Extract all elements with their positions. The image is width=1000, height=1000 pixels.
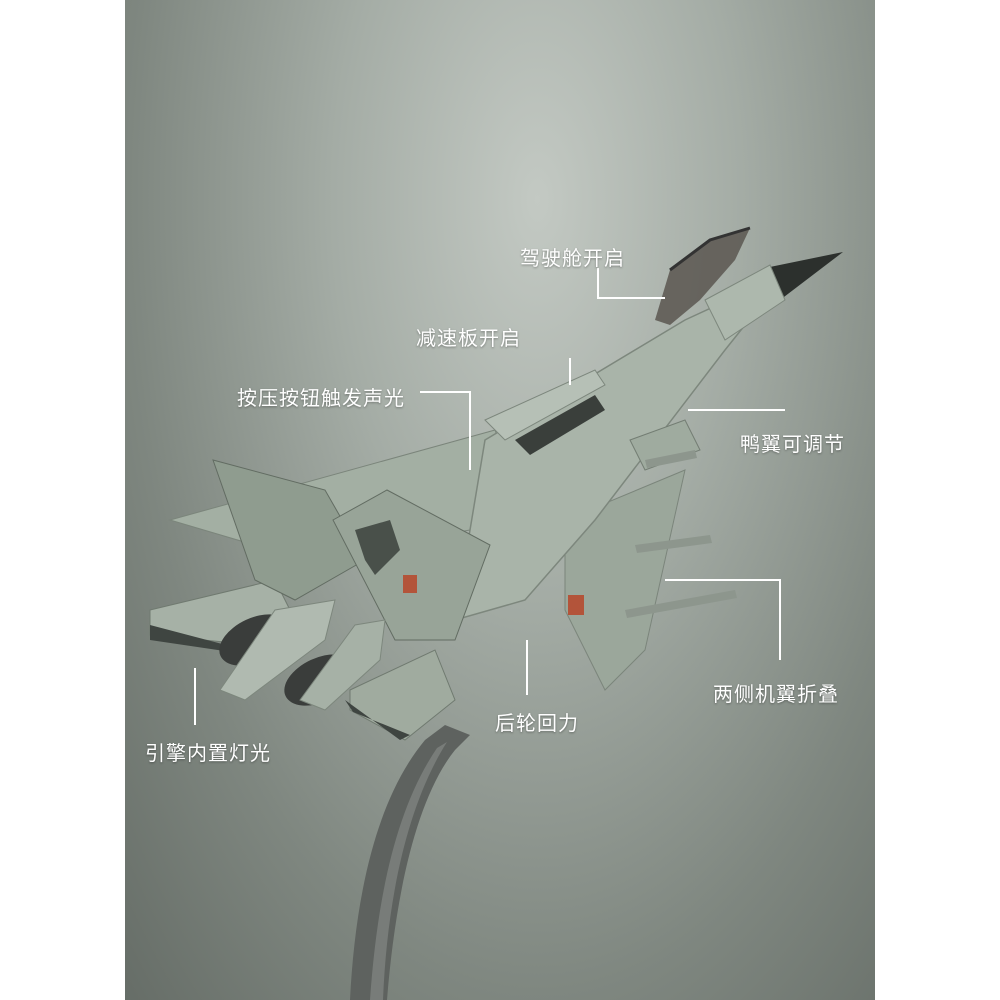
leader-press-button	[420, 391, 471, 470]
missile-1	[625, 590, 737, 618]
canopy-frame	[669, 226, 751, 272]
cockpit-canopy	[655, 228, 750, 325]
label-press-button: 按压按钮触发声光	[237, 386, 405, 410]
label-rear-wheel: 后轮回力	[495, 711, 579, 735]
speed-brake	[484, 369, 606, 441]
wing-insignia	[568, 595, 584, 615]
label-canard: 鸭翼可调节	[740, 432, 845, 456]
air-intake	[515, 395, 605, 455]
tail-shark-emblem	[355, 520, 400, 575]
tail-insignia	[403, 575, 417, 593]
canard	[629, 419, 701, 471]
aircraft-model-illustration	[149, 226, 843, 1000]
missile-2	[635, 535, 712, 553]
missile-3	[645, 450, 697, 468]
right-white-margin	[875, 0, 1000, 1000]
nose-cone	[765, 252, 843, 300]
left-white-margin	[0, 0, 125, 1000]
right-stabilizer-dark-edge	[345, 700, 410, 740]
leader-lines	[194, 268, 785, 725]
right-engine-pod	[299, 619, 386, 711]
nose-section	[704, 264, 786, 341]
label-engine-light: 引擎内置灯光	[145, 741, 271, 765]
label-speed-brake: 减速板开启	[416, 326, 521, 350]
display-stand	[350, 725, 470, 1000]
leader-cockpit	[597, 268, 665, 299]
leader-wing-fold	[665, 579, 781, 660]
left-engine-pod	[219, 599, 336, 701]
stand-highlight	[370, 742, 447, 1000]
product-photo: 驾驶舱开启 减速板开启 按压按钮触发声光 鸭翼可调节 两侧机翼折叠 后轮回力 引…	[125, 0, 875, 1000]
fuselage	[454, 289, 767, 622]
right-wing	[564, 469, 686, 691]
left-stabilizer-dark-edge	[150, 625, 285, 660]
left-vertical-tail	[212, 459, 366, 601]
label-cockpit: 驾驶舱开启	[520, 246, 625, 270]
label-wing-fold: 两侧机翼折叠	[713, 682, 839, 706]
